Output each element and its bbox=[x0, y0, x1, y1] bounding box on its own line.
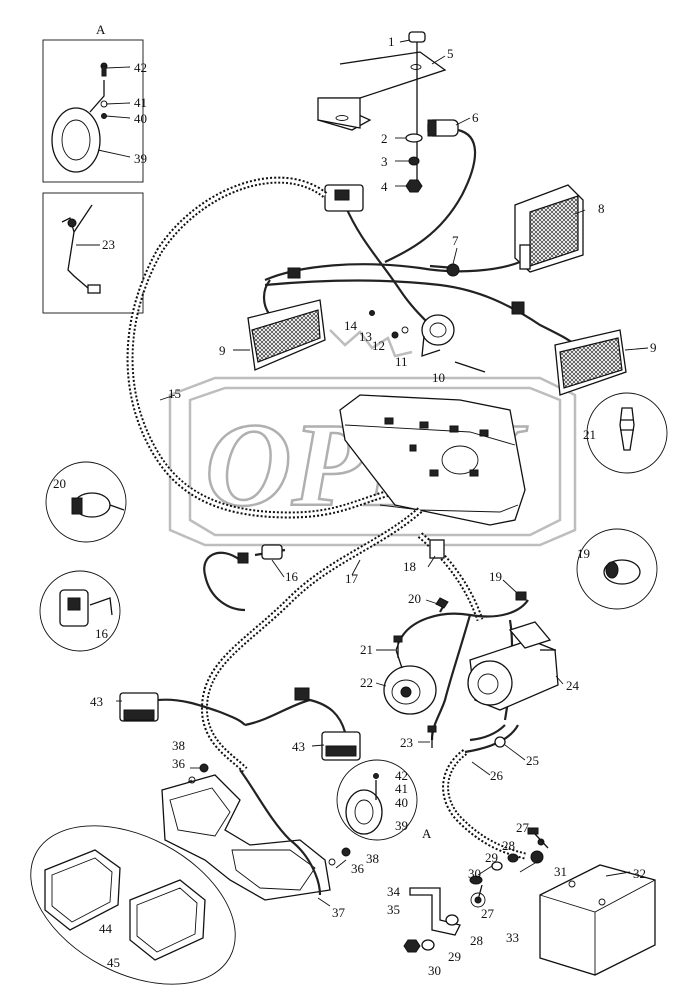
inset-16 bbox=[39, 570, 121, 652]
callout-28-upper: 28 bbox=[502, 838, 515, 853]
callout-35: 35 bbox=[387, 902, 400, 917]
callout-labels: 1 2 3 4 5 6 7 8 9 9 10 11 12 13 14 15 16… bbox=[53, 34, 657, 978]
callout-45: 45 bbox=[107, 955, 120, 970]
callout-44: 44 bbox=[99, 921, 113, 936]
callout-1: 1 bbox=[388, 34, 395, 49]
callout-27-lower: 27 bbox=[481, 906, 495, 921]
callout-24: 24 bbox=[566, 678, 580, 693]
callout-36-right: 36 bbox=[351, 861, 365, 876]
callout-42-inset: 42 bbox=[134, 60, 147, 75]
callout-23-inset: 23 bbox=[102, 237, 115, 252]
upper-harness bbox=[262, 184, 576, 346]
inset-a-label: A bbox=[96, 22, 106, 37]
instrument-cluster bbox=[339, 394, 526, 526]
harness-17 bbox=[201, 507, 484, 773]
inset-a-horn: A bbox=[42, 22, 144, 183]
switch-11 bbox=[369, 310, 486, 373]
mount-plate bbox=[317, 51, 447, 131]
callout-7: 7 bbox=[452, 233, 459, 248]
sensor-6 bbox=[384, 119, 477, 263]
callout-6: 6 bbox=[472, 110, 479, 125]
callout-17: 17 bbox=[345, 571, 359, 586]
callout-37: 37 bbox=[332, 905, 346, 920]
callout-43-left: 43 bbox=[90, 694, 103, 709]
callout-19-inset: 19 bbox=[577, 546, 590, 561]
battery-cable bbox=[442, 724, 545, 864]
callout-13: 13 bbox=[359, 329, 372, 344]
callout-39: 39 bbox=[395, 818, 408, 833]
callout-3: 3 bbox=[381, 154, 388, 169]
callout-34: 34 bbox=[387, 884, 401, 899]
callout-10: 10 bbox=[432, 370, 445, 385]
callout-16-inset: 16 bbox=[95, 626, 109, 641]
callout-27-upper: 27 bbox=[516, 820, 530, 835]
callout-29-lower: 29 bbox=[448, 949, 461, 964]
callout-42: 42 bbox=[395, 768, 408, 783]
callout-41-inset: 41 bbox=[134, 95, 147, 110]
inset-20 bbox=[45, 461, 127, 543]
battery-32 bbox=[539, 864, 656, 976]
callout-38-right: 38 bbox=[366, 851, 379, 866]
callout-32: 32 bbox=[633, 866, 646, 881]
callout-26: 26 bbox=[490, 768, 504, 783]
callout-22: 22 bbox=[360, 675, 373, 690]
callout-14: 14 bbox=[344, 318, 358, 333]
starter-24 bbox=[467, 621, 559, 711]
callout-8: 8 bbox=[598, 201, 605, 216]
lamp-43-right bbox=[244, 687, 361, 761]
callout-39-inset: 39 bbox=[134, 151, 147, 166]
callout-9-left: 9 bbox=[219, 343, 226, 358]
inset-21 bbox=[586, 392, 668, 474]
callout-30-upper: 30 bbox=[468, 866, 481, 881]
callout-40: 40 bbox=[395, 795, 408, 810]
relay-8 bbox=[514, 184, 584, 273]
callout-31: 31 bbox=[554, 864, 567, 879]
harness-15 bbox=[126, 176, 401, 519]
callout-5: 5 bbox=[447, 46, 454, 61]
inset-44-45 bbox=[30, 825, 236, 985]
engine-fasteners bbox=[393, 635, 437, 748]
callout-28-lower: 28 bbox=[470, 933, 483, 948]
inset-19 bbox=[576, 528, 658, 610]
callout-18: 18 bbox=[403, 559, 416, 574]
leader-lines bbox=[76, 39, 649, 907]
inset-a-label-bottom: A bbox=[422, 826, 432, 841]
callout-15: 15 bbox=[168, 386, 181, 401]
callout-16-upper: 16 bbox=[285, 569, 299, 584]
inset-sensor bbox=[42, 192, 144, 314]
callout-36-left: 36 bbox=[172, 756, 186, 771]
alternator-22 bbox=[383, 639, 437, 715]
lamp-43-left bbox=[119, 692, 246, 726]
callout-21-inset: 21 bbox=[583, 427, 596, 442]
callout-40-inset: 40 bbox=[134, 111, 147, 126]
callout-20: 20 bbox=[408, 591, 421, 606]
callout-43-right: 43 bbox=[292, 739, 305, 754]
callout-33: 33 bbox=[506, 930, 519, 945]
callout-41: 41 bbox=[395, 781, 408, 796]
callout-9-right: 9 bbox=[650, 340, 657, 355]
side-lamp-right bbox=[554, 329, 627, 396]
inset-a-bottom bbox=[336, 759, 418, 841]
callout-25: 25 bbox=[526, 753, 539, 768]
callout-11: 11 bbox=[395, 354, 408, 369]
callout-23: 23 bbox=[400, 735, 413, 750]
ground-strap bbox=[403, 827, 549, 953]
callout-4: 4 bbox=[381, 179, 388, 194]
headlamp-37 bbox=[161, 763, 351, 901]
callout-19: 19 bbox=[489, 569, 502, 584]
side-lamp-left bbox=[247, 299, 326, 371]
callout-29-upper: 29 bbox=[485, 850, 498, 865]
callout-2: 2 bbox=[381, 131, 388, 146]
callout-21: 21 bbox=[360, 642, 373, 657]
callout-38-left: 38 bbox=[172, 738, 185, 753]
callout-20-inset: 20 bbox=[53, 476, 66, 491]
callout-30-lower: 30 bbox=[428, 963, 441, 978]
callout-12: 12 bbox=[372, 338, 385, 353]
